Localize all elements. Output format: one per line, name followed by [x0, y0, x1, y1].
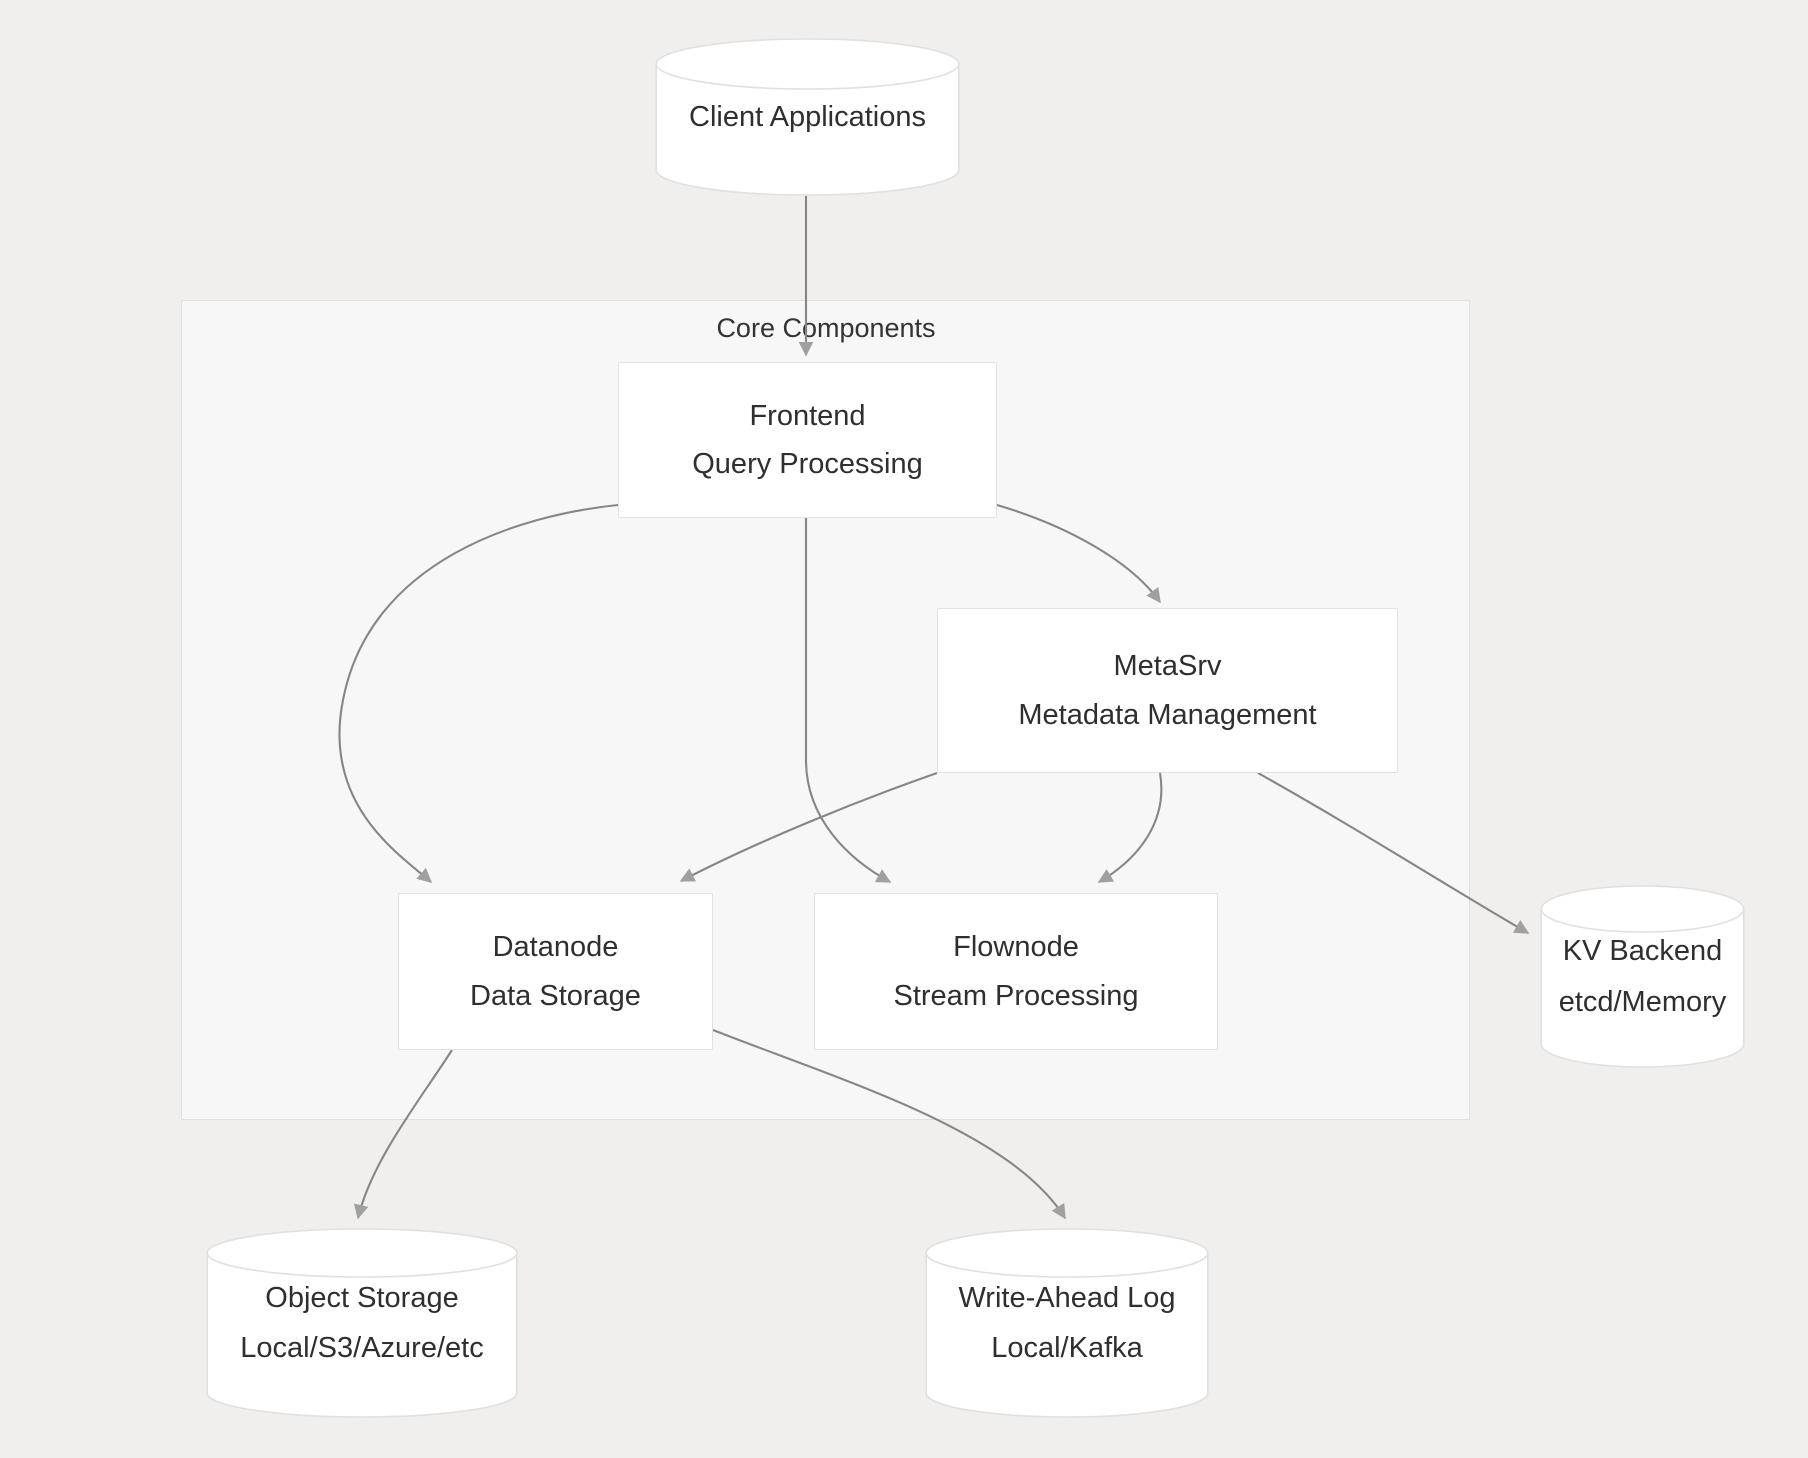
- node-flownode-subtitle: Stream Processing: [893, 979, 1139, 1012]
- node-frontend-title: Frontend: [749, 399, 866, 432]
- node-metasrv-subtitle: Metadata Management: [1018, 698, 1317, 731]
- node-write-ahead-log[interactable]: Write-Ahead Log Local/Kafka: [925, 1228, 1209, 1418]
- node-datanode[interactable]: Datanode Data Storage: [398, 893, 713, 1050]
- node-frontend-subtitle: Query Processing: [692, 448, 923, 480]
- node-frontend[interactable]: Frontend Query Processing: [618, 362, 997, 518]
- node-metasrv[interactable]: MetaSrv Metadata Management: [937, 608, 1398, 773]
- cylinder-shape: [206, 1228, 518, 1418]
- node-flownode-title: Flownode: [953, 931, 1079, 964]
- node-datanode-title: Datanode: [492, 931, 619, 964]
- node-kv-backend[interactable]: KV Backend etcd/Memory: [1540, 885, 1745, 1068]
- node-datanode-subtitle: Data Storage: [470, 979, 641, 1012]
- node-flownode[interactable]: Flownode Stream Processing: [814, 893, 1218, 1050]
- cylinder-shape: [1540, 885, 1745, 1068]
- node-client-applications[interactable]: Client Applications: [655, 38, 960, 196]
- node-metasrv-title: MetaSrv: [1113, 650, 1222, 683]
- subgraph-core-components-label: Core Components: [716, 313, 936, 343]
- cylinder-shape: [655, 38, 960, 196]
- cylinder-shape: [925, 1228, 1209, 1418]
- node-object-storage[interactable]: Object Storage Local/S3/Azure/etc: [206, 1228, 518, 1418]
